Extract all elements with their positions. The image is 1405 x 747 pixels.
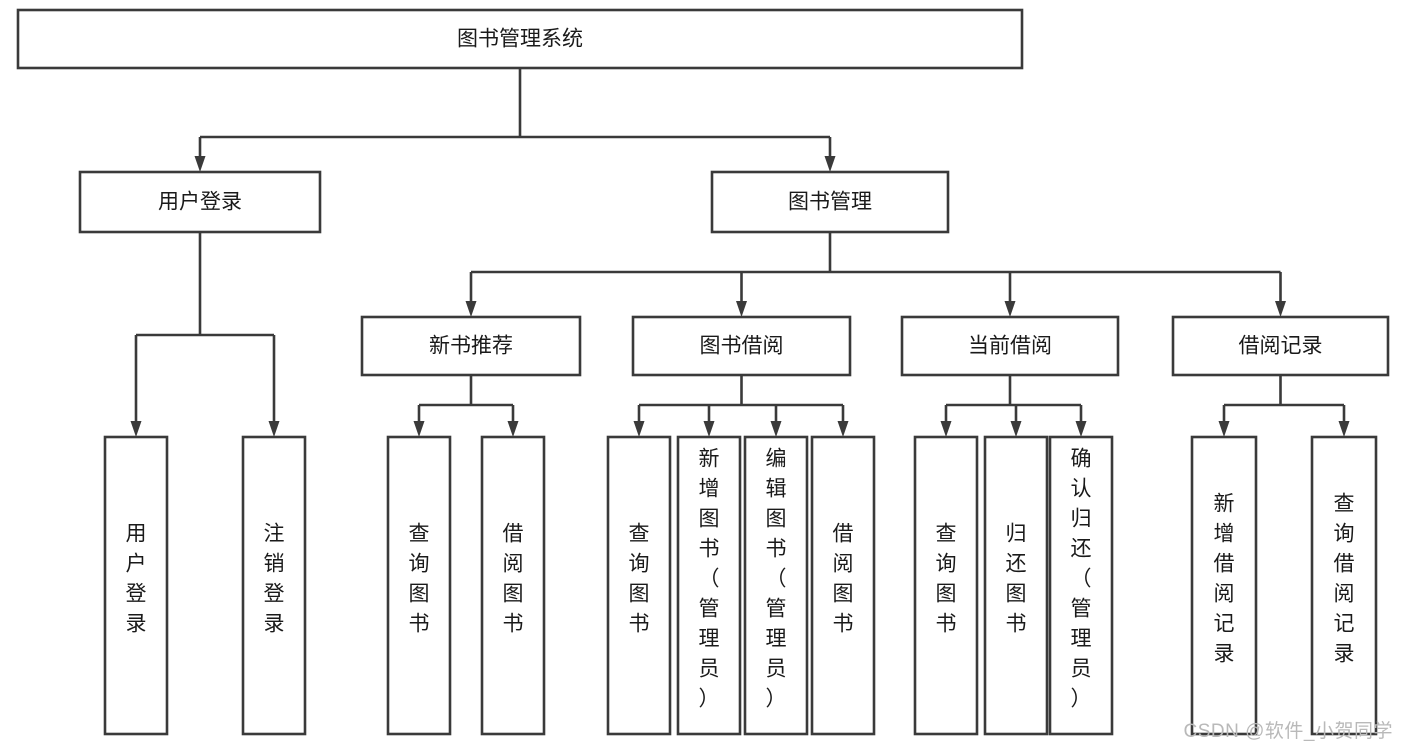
node-label-leaf-10: 归还图书 <box>1006 523 1027 636</box>
node-box-leaf-8[interactable] <box>810 435 876 736</box>
node-borrow-record[interactable]: 借阅记录 <box>1171 315 1390 377</box>
node-box-leaf-1[interactable] <box>103 435 169 736</box>
node-box-leaf-3[interactable] <box>386 435 452 736</box>
node-box-leaf-4[interactable] <box>480 435 546 736</box>
node-box-user-login[interactable] <box>78 170 322 234</box>
connector-group-current-borrow <box>940 375 1087 437</box>
node-new-book-rec[interactable]: 新书推荐 <box>360 315 582 377</box>
node-book-manage[interactable]: 图书管理 <box>710 170 950 234</box>
node-label-leaf-2: 注销登录 <box>264 523 285 636</box>
node-box-leaf-11[interactable] <box>1048 435 1114 736</box>
node-leaf-6[interactable]: 新增图书（管理员） <box>676 435 742 736</box>
connector-group-book-manage <box>465 232 1286 317</box>
node-current-borrow[interactable]: 当前借阅 <box>900 315 1120 377</box>
node-box-leaf-12[interactable] <box>1190 435 1258 736</box>
node-box-leaf-10[interactable] <box>983 435 1049 736</box>
connector-group-new-book-rec <box>413 375 519 437</box>
node-box-borrow-record[interactable] <box>1171 315 1390 377</box>
connector-group-borrow-record <box>1218 375 1350 437</box>
node-box-root[interactable] <box>16 8 1024 70</box>
node-label-leaf-6: 新增图书（管理员） <box>699 448 720 711</box>
node-box-current-borrow[interactable] <box>900 315 1120 377</box>
node-label-borrow-record: 借阅记录 <box>1239 335 1323 358</box>
node-leaf-3[interactable]: 查询图书 <box>386 435 452 736</box>
node-leaf-7[interactable]: 编辑图书（管理员） <box>743 435 809 736</box>
node-box-leaf-9[interactable] <box>913 435 979 736</box>
node-box-new-book-rec[interactable] <box>360 315 582 377</box>
node-box-leaf-5[interactable] <box>606 435 672 736</box>
node-leaf-9[interactable]: 查询图书 <box>913 435 979 736</box>
node-leaf-5[interactable]: 查询图书 <box>606 435 672 736</box>
node-label-leaf-8: 借阅图书 <box>833 523 854 636</box>
node-leaf-11[interactable]: 确认归还（管理员） <box>1048 435 1114 736</box>
node-box-leaf-2[interactable] <box>241 435 307 736</box>
edge-layer <box>130 68 1350 437</box>
node-leaf-2[interactable]: 注销登录 <box>241 435 307 736</box>
node-label-leaf-11: 确认归还（管理员） <box>1071 448 1092 711</box>
node-leaf-13[interactable]: 查询借阅记录 <box>1310 435 1378 736</box>
connector-group-user-login <box>130 232 280 437</box>
node-label-book-borrow: 图书借阅 <box>700 335 784 358</box>
node-user-login[interactable]: 用户登录 <box>78 170 322 234</box>
node-leaf-12[interactable]: 新增借阅记录 <box>1190 435 1258 736</box>
node-root[interactable]: 图书管理系统 <box>16 8 1024 70</box>
node-layer: 图书管理系统用户登录图书管理新书推荐图书借阅当前借阅借阅记录用户登录注销登录查询… <box>16 8 1390 736</box>
connector-group-root <box>194 68 836 172</box>
node-box-book-manage[interactable] <box>710 170 950 234</box>
node-label-leaf-1: 用户登录 <box>126 523 147 636</box>
node-leaf-8[interactable]: 借阅图书 <box>810 435 876 736</box>
node-box-leaf-6[interactable] <box>676 435 742 736</box>
node-label-current-borrow: 当前借阅 <box>968 335 1052 358</box>
node-label-book-manage: 图书管理 <box>788 191 872 214</box>
node-label-leaf-4: 借阅图书 <box>503 523 524 636</box>
node-box-leaf-13[interactable] <box>1310 435 1378 736</box>
node-box-book-borrow[interactable] <box>631 315 852 377</box>
node-label-user-login: 用户登录 <box>158 191 242 214</box>
node-leaf-1[interactable]: 用户登录 <box>103 435 169 736</box>
node-label-leaf-9: 查询图书 <box>936 523 957 636</box>
node-leaf-10[interactable]: 归还图书 <box>983 435 1049 736</box>
node-label-leaf-5: 查询图书 <box>629 523 650 636</box>
node-leaf-4[interactable]: 借阅图书 <box>480 435 546 736</box>
node-label-leaf-12: 新增借阅记录 <box>1214 493 1235 666</box>
node-book-borrow[interactable]: 图书借阅 <box>631 315 852 377</box>
node-label-leaf-7: 编辑图书（管理员） <box>766 448 787 711</box>
connector-group-book-borrow <box>633 375 849 437</box>
node-label-root: 图书管理系统 <box>457 28 583 51</box>
node-box-leaf-7[interactable] <box>743 435 809 736</box>
node-label-leaf-13: 查询借阅记录 <box>1334 493 1355 666</box>
node-label-leaf-3: 查询图书 <box>409 523 430 636</box>
node-label-new-book-rec: 新书推荐 <box>429 335 513 358</box>
